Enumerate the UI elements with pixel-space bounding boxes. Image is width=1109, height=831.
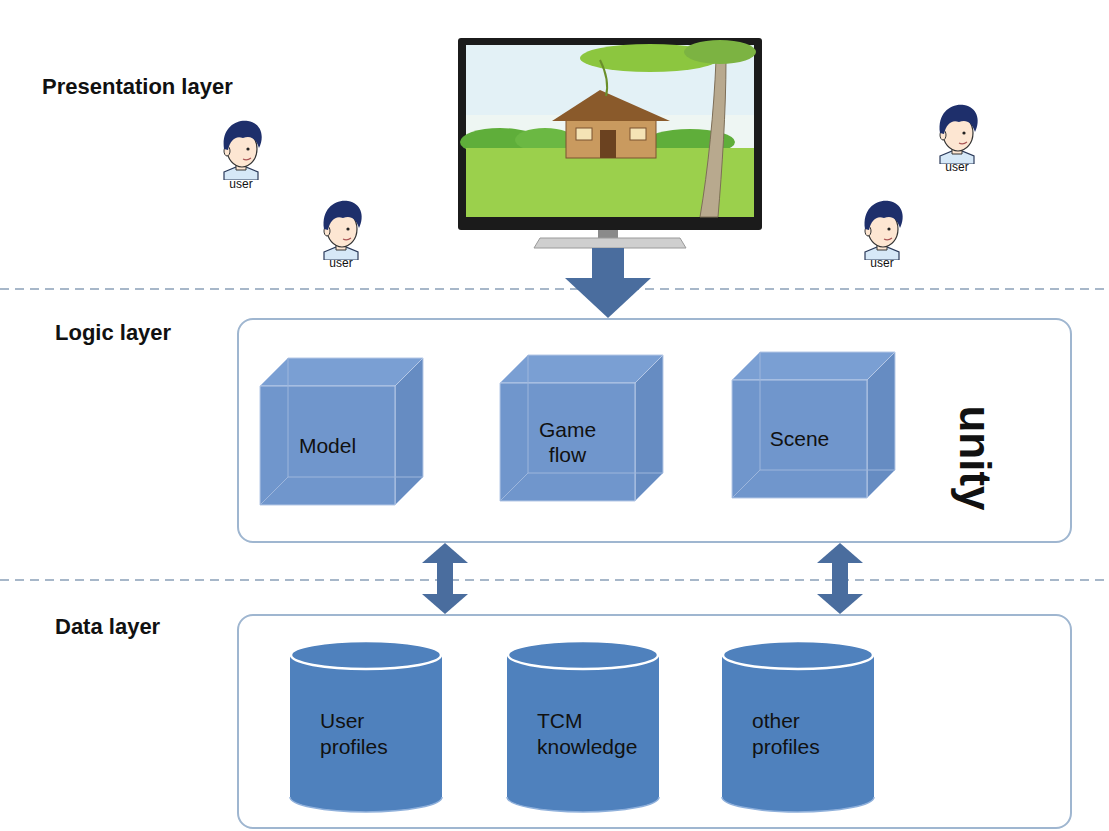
user-caption: user xyxy=(870,257,893,269)
monitor-illustration xyxy=(458,38,762,230)
server-icon xyxy=(990,762,1038,778)
layer-band: Presentation layer xyxy=(20,20,1089,248)
node-label: TCM knowledge xyxy=(537,708,649,758)
layer-box: Data layerUser profilesTCM knowledgeothe… xyxy=(237,614,1072,829)
double-arrow xyxy=(832,563,848,594)
monitor-illustration xyxy=(552,90,670,121)
user-icon xyxy=(224,105,978,260)
text-area: Game flow xyxy=(500,383,635,501)
layer-box-outline xyxy=(239,320,1074,545)
database-cylinder: other profiles xyxy=(722,640,874,812)
unity-logo xyxy=(952,349,998,388)
server-icon xyxy=(930,688,960,826)
layer-box-outline xyxy=(239,616,1074,831)
user-caption: user xyxy=(329,257,352,269)
database-cylinder: TCM knowledge xyxy=(507,640,659,812)
database-cylinder-outline xyxy=(722,640,874,812)
node-label: other profiles xyxy=(752,708,864,758)
layer-divider xyxy=(0,288,1109,290)
server-icon xyxy=(930,672,1040,826)
node-label: User profiles xyxy=(320,708,432,758)
user-caption: user xyxy=(945,161,968,173)
user-icon xyxy=(224,121,262,180)
unity-logo xyxy=(952,336,998,388)
module-cube: Scene xyxy=(732,352,895,498)
module-cube: Model xyxy=(260,358,423,505)
module-cube-outline xyxy=(500,355,663,501)
cylinder-body xyxy=(290,655,442,812)
module-cube-outline xyxy=(732,352,895,498)
text-area: TCM knowledge xyxy=(537,670,649,797)
server-icon xyxy=(938,716,954,719)
monitor-illustration xyxy=(600,60,607,96)
layer-heading: Logic layer xyxy=(55,320,171,346)
cube-back-edge xyxy=(260,358,423,505)
text-area: Scene xyxy=(732,380,867,498)
user-icon xyxy=(940,105,978,164)
database-cylinder-outline xyxy=(290,640,442,812)
server-icon xyxy=(938,726,954,729)
cylinder-body xyxy=(507,655,659,812)
server-icon xyxy=(942,768,950,776)
text-area: User profiles xyxy=(320,670,432,797)
cylinder-top xyxy=(723,641,873,669)
cylinder-top xyxy=(508,641,658,669)
cube-face xyxy=(395,358,423,505)
layer-heading: Data layer xyxy=(55,614,160,640)
cube-face xyxy=(260,386,395,505)
user-icon xyxy=(324,201,362,260)
cylinder-base xyxy=(722,797,874,812)
unity-logo xyxy=(952,336,998,388)
cube-face xyxy=(732,380,867,498)
server-icon xyxy=(943,787,949,793)
monitor-illustration xyxy=(630,128,646,140)
server-icon xyxy=(930,672,1040,826)
logo-wordmark: unity xyxy=(953,405,997,510)
module-cube-outline xyxy=(260,358,423,505)
user-icon xyxy=(865,201,903,260)
cube-face xyxy=(732,352,895,380)
layer-band-outline xyxy=(20,20,1089,248)
layer-divider xyxy=(0,289,1109,580)
cube-face xyxy=(500,383,635,501)
cube-face xyxy=(500,355,663,383)
cylinder-top xyxy=(291,641,441,669)
cylinder-body xyxy=(722,655,874,812)
database-cylinder: User profiles xyxy=(290,640,442,812)
monitor-illustration xyxy=(534,238,686,248)
cube-face xyxy=(260,358,423,386)
node-label: Game flow xyxy=(522,417,613,467)
server-icon xyxy=(990,762,1038,814)
layer-heading: Presentation layer xyxy=(42,74,233,100)
layer-box: Logic layerModelGame flowScene xyxy=(237,318,1072,543)
monitor-illustration xyxy=(600,130,616,158)
node-label: Model xyxy=(299,433,356,458)
cube-back-edge xyxy=(500,355,663,501)
database-cylinder-outline xyxy=(507,640,659,812)
layer-divider xyxy=(0,579,1109,581)
monitor-illustration xyxy=(700,60,726,217)
user-caption: user xyxy=(229,178,252,190)
monitor-illustration xyxy=(566,118,656,158)
module-cube: Game flow xyxy=(500,355,663,501)
cube-back-edge xyxy=(732,352,895,498)
double-arrow xyxy=(437,563,453,594)
cylinder-base xyxy=(290,797,442,812)
monitor-illustration xyxy=(576,128,592,140)
monitor-illustration xyxy=(458,38,762,248)
cube-face xyxy=(867,352,895,498)
text-area: other profiles xyxy=(752,670,864,797)
node-label: Scene xyxy=(770,426,830,451)
monitor-illustration xyxy=(598,230,618,238)
cylinder-base xyxy=(507,797,659,812)
text-area: Model xyxy=(260,386,395,505)
server-icon xyxy=(960,686,1040,826)
flow-arrow xyxy=(592,248,624,278)
cube-face xyxy=(635,355,663,501)
monitor-illustration xyxy=(684,40,756,64)
